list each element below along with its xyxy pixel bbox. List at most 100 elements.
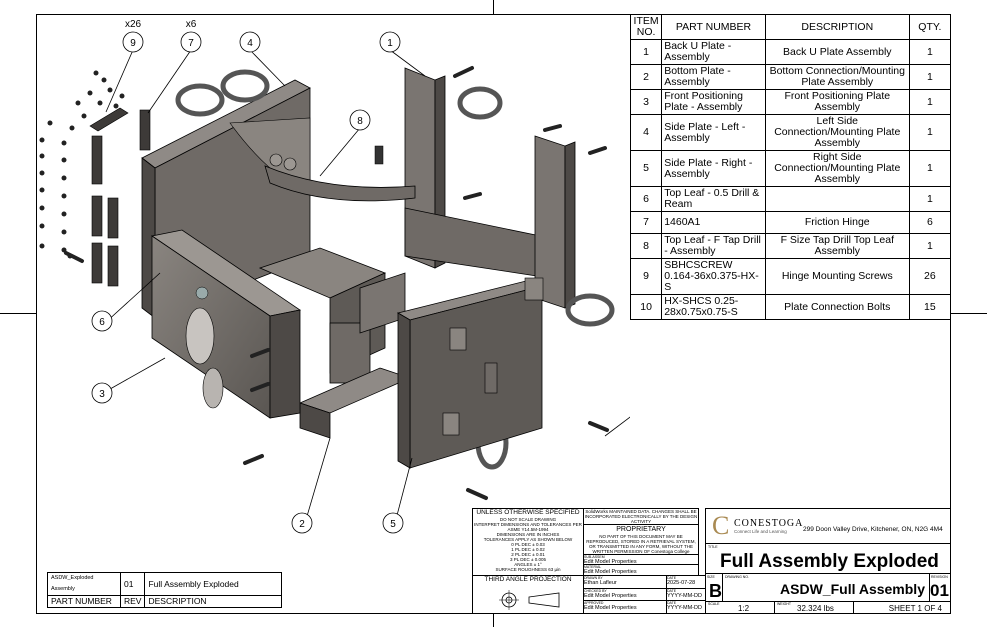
bom-cell-desc: F Size Tap Drill Top Leaf Assembly [764, 233, 910, 259]
bom-cell-qty: 1 [908, 39, 952, 65]
bom-cell-item: 1 [629, 39, 663, 65]
bom-cell-item: 2 [629, 64, 663, 90]
revision-cell: REVISION 01 [929, 573, 951, 602]
bom-header-qty: QTY. [908, 14, 952, 40]
bom-cell-part: Top Leaf - F Tap Drill - Assembly [661, 233, 766, 259]
bom-cell-qty: 1 [908, 114, 952, 151]
drawing-title: Full Assembly Exploded [720, 551, 939, 572]
bom-cell-item: 8 [629, 233, 663, 259]
bom-cell-qty: 1 [908, 186, 952, 212]
company-name: CONESTOGA [734, 518, 804, 529]
rev-description: Full Assembly Exploded [144, 572, 283, 596]
bom-cell-desc: Hinge Mounting Screws [764, 258, 910, 295]
bom-cell-qty: 1 [908, 150, 952, 187]
bom-cell-qty: 15 [908, 294, 952, 320]
weight-cell: WEIGHT 32.324 lbs [774, 601, 854, 614]
bom-cell-qty: 1 [908, 64, 952, 90]
bom-cell-desc: Back U Plate Assembly [764, 39, 910, 65]
bom-header-part: PART NUMBER [661, 14, 766, 40]
balloon-2: 2 [299, 519, 305, 530]
bom-cell-item: 5 [629, 150, 663, 187]
balloon-callouts [91, 31, 630, 534]
zone-tick-bottom [493, 614, 494, 627]
handle-rings [175, 69, 615, 470]
front-positioning-plate [150, 229, 302, 419]
bom-cell-desc: Front Positioning Plate Assembly [764, 89, 910, 115]
bom-cell-desc: Friction Hinge [764, 211, 910, 234]
balloon-6: 6 [99, 317, 105, 328]
bom-cell-desc [764, 186, 910, 212]
company-tagline: Connect Life and Learning [734, 529, 787, 534]
bom-cell-desc: Plate Connection Bolts [764, 294, 910, 320]
title-block: UNLESS OTHERWISE SPECIFIED DO NOT SCALE … [472, 508, 951, 614]
sheet-cell: SHEET 1 OF 4 [853, 601, 951, 614]
bom-cell-desc: Left Side Connection/Mounting Plate Asse… [764, 114, 910, 151]
rev-header-rev: REV [119, 595, 146, 608]
balloon-qty-9: x26 [125, 19, 142, 30]
bom-cell-qty: 1 [908, 89, 952, 115]
bom-cell-part: 1460A1 [661, 211, 766, 234]
zone-tick-left [0, 313, 36, 314]
bom-cell-item: 7 [629, 211, 663, 234]
drawing-number-cell: DRAWING NO. ASDW_Full Assembly [722, 573, 930, 602]
size-cell: SIZE B [705, 573, 723, 602]
revision-table: ASDW_Exploded Assembly 01 Full Assembly … [47, 572, 283, 608]
balloon-9: 9 [130, 38, 136, 49]
bom-cell-qty: 1 [908, 233, 952, 259]
rev-header-part: PART NUMBER [47, 595, 121, 608]
bom-cell-part: SBHCSCREW 0.164-36x0.375-HX-S [661, 258, 766, 295]
drawn-date-cell: DATE 2025-07-28 [666, 575, 706, 589]
exploded-assembly-view: 9 7 4 1 8 6 3 10 2 5 x26 x6 x15 [39, 19, 630, 534]
top-leaf-f-tap [264, 145, 416, 202]
title-cell: TITLE Full Assembly Exploded [705, 543, 951, 574]
right-side-plate [396, 277, 544, 469]
bom-cell-desc: Bottom Connection/Mounting Plate Assembl… [764, 64, 910, 90]
third-angle-projection-symbol [499, 590, 560, 610]
projection-block: THIRD ANGLE PROJECTION [472, 575, 584, 614]
proprietary-block: SolidWorks MAINTAINED DATA. CHANGES SHAL… [583, 508, 699, 555]
bom-cell-part: Side Plate - Right - Assembly [661, 150, 766, 187]
bom-cell-part: Front Positioning Plate - Assembly [661, 89, 766, 115]
company-address: 299 Doon Valley Drive, Kitchener, ON, N2… [803, 526, 943, 533]
approved-date-cell: DATE YYYY-MM-DD [666, 600, 706, 614]
back-u-plate [404, 67, 576, 309]
bom-cell-qty: 6 [908, 211, 952, 234]
conestoga-logo-icon: C [712, 511, 730, 540]
balloon-7: 7 [188, 38, 194, 49]
drawn-by-cell: DRAWN BY Ethan Lafleur [583, 575, 667, 589]
bom-cell-item: 3 [629, 89, 663, 115]
balloon-1: 1 [387, 38, 393, 49]
scale-cell: SCALE 1:2 [705, 601, 775, 614]
rev-header-desc: DESCRIPTION [144, 595, 283, 608]
zone-tick-right [951, 313, 987, 314]
bom-cell-part: Top Leaf - 0.5 Drill & Ream [661, 186, 766, 212]
zone-tick-top [493, 0, 494, 14]
bom-cell-part: Side Plate - Left - Assembly [661, 114, 766, 151]
friction-hinges [89, 107, 151, 287]
balloon-qty-7: x6 [186, 19, 197, 30]
bom-cell-qty: 26 [908, 258, 952, 295]
bom-cell-part: Back U Plate - Assembly [661, 39, 766, 65]
rev-value: 01 [119, 572, 146, 596]
balloon-4: 4 [247, 38, 253, 49]
center-mechanism [258, 247, 406, 384]
bom-cell-part: Bottom Plate - Assembly [661, 64, 766, 90]
balloon-3: 3 [99, 389, 105, 400]
rev-part-number: ASDW_Exploded Assembly [47, 572, 121, 596]
bom-header-row: ITEM NO. PART NUMBER DESCRIPTION QTY. [629, 14, 952, 40]
connection-bolts [64, 66, 609, 500]
bom-cell-item: 10 [629, 294, 663, 320]
tolerance-block: UNLESS OTHERWISE SPECIFIED DO NOT SCALE … [472, 508, 584, 576]
drawing-number: ASDW_Full Assembly [780, 581, 925, 597]
